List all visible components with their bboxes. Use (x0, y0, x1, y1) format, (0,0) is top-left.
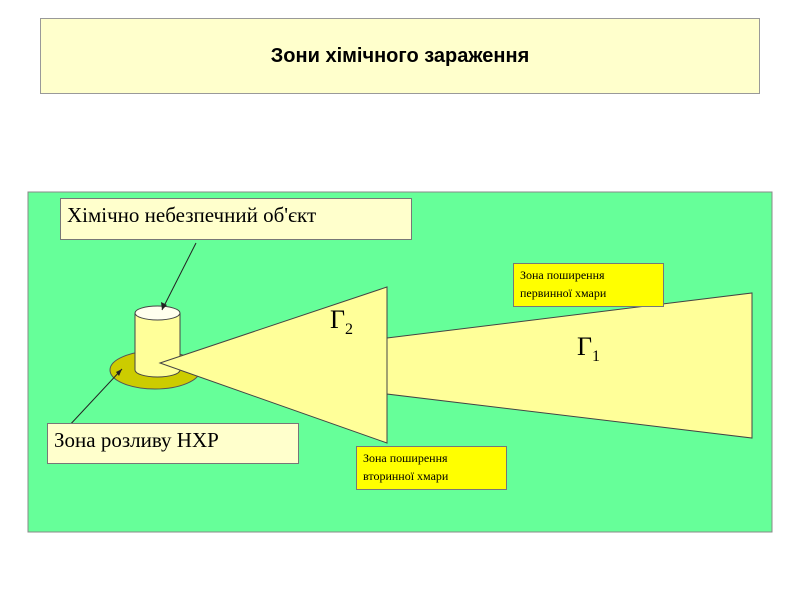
title-box: Зони хімічного зараження (40, 18, 760, 94)
primary-cloud-label-line2: первинної хмари (520, 286, 607, 300)
object-label: Хімічно небезпечний об'єкт (60, 198, 412, 240)
g2-symbol: Г2 (330, 305, 353, 339)
secondary-cloud-label: Зона поширення вторинної хмари (356, 446, 507, 490)
g2-letter: Г (330, 305, 346, 334)
spill-zone-label-text: Зона розливу НХР (54, 428, 219, 452)
primary-cloud-label-line1: Зона поширення (520, 268, 605, 282)
primary-cloud-label: Зона поширення первинної хмари (513, 263, 664, 307)
page-title: Зони хімічного зараження (270, 44, 530, 67)
secondary-cloud-label-line1: Зона поширення (363, 451, 448, 465)
secondary-cloud-zone (158, 286, 388, 444)
g1-letter: Г (577, 332, 593, 361)
spill-pointer-arrow (66, 368, 123, 429)
g1-subscript: 1 (592, 348, 601, 366)
spill-zone-label: Зона розливу НХР (47, 423, 299, 464)
object-label-text: Хімічно небезпечний об'єкт (67, 203, 317, 227)
g1-symbol: Г1 (577, 332, 600, 366)
secondary-cloud-label-line2: вторинної хмари (363, 469, 449, 483)
chemical-object-cylinder (134, 305, 181, 378)
object-pointer-arrow (161, 242, 197, 311)
g2-subscript: 2 (345, 321, 354, 339)
